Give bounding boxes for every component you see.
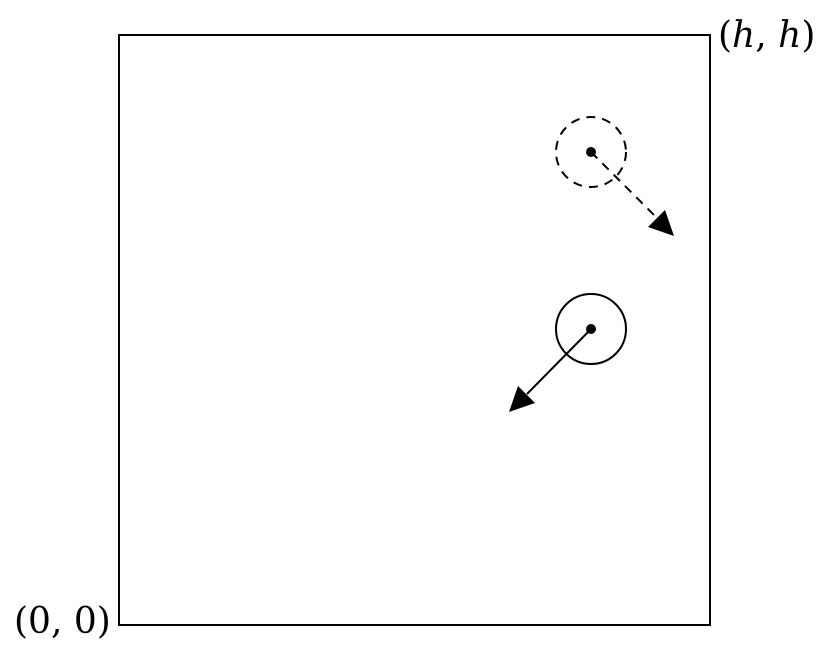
particle-dashed-circle	[555, 116, 627, 188]
origin-label-open: (	[14, 601, 29, 642]
origin-label-x: 0	[28, 601, 51, 642]
particle-dashed	[555, 116, 674, 236]
origin-label-sep: ,	[50, 601, 74, 642]
domain-square	[118, 34, 711, 626]
top-right-label-x: h	[732, 15, 756, 56]
origin-label-close: )	[96, 601, 111, 642]
particle-solid	[509, 293, 627, 412]
top-right-label-open: (	[718, 15, 733, 56]
particle-dashed-velocity-line	[590, 151, 657, 218]
origin-label: (0, 0)	[14, 604, 111, 640]
top-right-label-close: )	[801, 15, 816, 56]
particle-solid-circle	[555, 293, 627, 365]
top-right-label-sep: ,	[755, 15, 779, 56]
origin-label-y: 0	[73, 601, 97, 642]
particle-solid-velocity-line	[526, 328, 592, 395]
particle-dashed-arrowhead	[648, 210, 674, 236]
top-right-label: (h, h)	[718, 18, 815, 54]
particle-solid-arrowhead	[509, 386, 535, 412]
top-right-label-y: h	[778, 15, 802, 56]
